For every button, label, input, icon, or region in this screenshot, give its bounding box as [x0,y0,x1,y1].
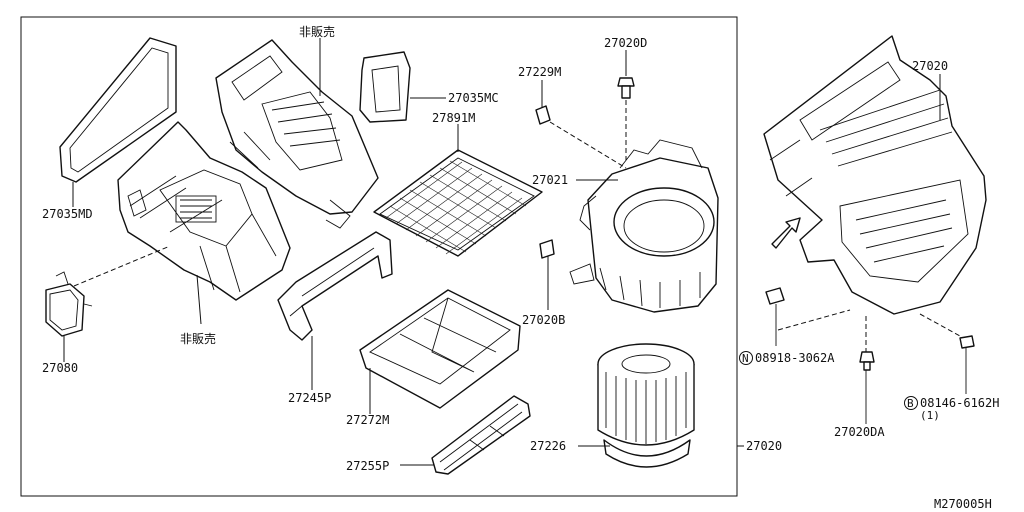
screw-27020DA-illustration [859,351,875,424]
label-b-prefix: B [907,397,914,410]
label-27226: 27226 [530,439,566,453]
seal-27035MD-illustration [59,37,177,183]
gasket-27035MC-illustration [359,51,411,123]
label-27229M: 27229M [518,65,561,79]
label-not-sold-top: 非販売 [299,24,335,39]
label-27020: 27020 [746,439,782,453]
cabin-filter-27891M-illustration [373,149,543,257]
blower-motor-27226-illustration [597,343,695,468]
filter-frame-27272M-illustration [359,289,521,409]
bracket-27255P-illustration [431,395,531,475]
duct-27245P-illustration [277,231,393,341]
front-direction-arrow-icon [771,217,801,249]
label-27245P: 27245P [288,391,331,405]
b-marker-icon [904,396,918,410]
label-27891M: 27891M [432,111,475,125]
label-27035MD: 27035MD [42,207,93,221]
blower-case-27021-illustration [569,139,719,313]
n-marker-icon [739,351,753,365]
label-not-sold-bottom: 非販売 [180,331,216,346]
label-27020DA: 27020DA [834,425,885,439]
label-27020-assembly: 27020 [912,59,948,73]
clip-27229M-illustration [535,105,551,125]
grommet-27020B-illustration [539,239,555,259]
exploded-view-frame [20,16,738,497]
label-27035MC: 27035MC [448,91,499,105]
screw-27020D-illustration [617,77,635,99]
label-27255P: 27255P [346,459,389,473]
label-27272M: 27272M [346,413,389,427]
clip-08918-illustration [765,287,785,346]
label-n-prefix: N [742,352,749,365]
label-27020D: 27020D [604,36,647,50]
label-27021: 27021 [532,173,568,187]
label-27020B: 27020B [522,313,565,327]
label-08146-quantity: (1) [920,409,940,422]
heater-housing-left-illustration [117,121,291,301]
diagram-code: M270005H [934,497,992,511]
label-08918-3062A: 08918-3062A [755,351,835,365]
heater-unit-27020-assembly-illustration [763,35,987,315]
label-08146-6162H: 08146-6162H [920,396,999,410]
bolt-08146-illustration [959,335,975,394]
intake-housing-top-illustration [215,39,379,229]
actuator-27080-illustration [45,271,93,337]
label-27080: 27080 [42,361,78,375]
